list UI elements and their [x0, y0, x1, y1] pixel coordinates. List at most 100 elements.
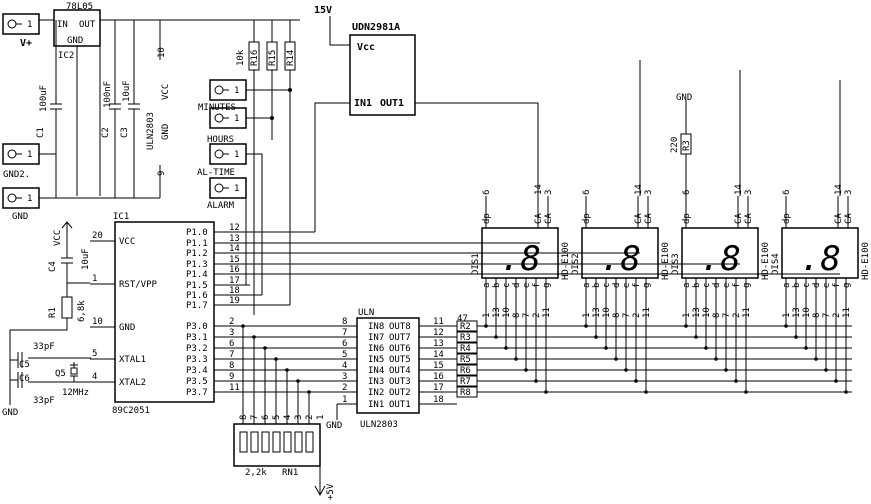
display-pin-label: dp	[582, 213, 592, 224]
uln-in-label: IN3	[368, 377, 384, 387]
crystal-ref: Q5	[55, 369, 66, 379]
display-pin-number: 14	[634, 184, 644, 195]
display-pin-number: 1	[582, 313, 592, 318]
rn1-value: 2,2k	[245, 468, 267, 478]
display-pin-number: 7	[522, 313, 532, 318]
display-pin-number: 11	[642, 307, 652, 318]
display-pin-label: f	[732, 283, 742, 288]
segment-resistor-ref: R7	[460, 377, 471, 387]
mcu-pin-number: 3	[229, 328, 234, 338]
capacitor-c3	[128, 20, 140, 198]
mcu-vcc-label: VCC	[53, 230, 63, 246]
mcu-pin-label: P1.4	[186, 270, 208, 280]
mcu-part: 89C2051	[112, 406, 150, 416]
display-pin-number: 13	[692, 307, 702, 318]
svg-text:1: 1	[234, 184, 239, 194]
label-hours: HOURS	[207, 135, 234, 145]
display-pin-label: e	[522, 283, 532, 288]
c2-ref: C2	[101, 127, 111, 138]
uln-in-pin: 2	[342, 383, 347, 393]
display-ref: DIS3	[671, 253, 681, 275]
display-pin-number: 10	[802, 307, 812, 318]
uln-out-pin: 11	[433, 317, 444, 327]
display-pin-number: 1	[682, 313, 692, 318]
display-pin-label: f	[832, 283, 842, 288]
svg-text:IN1: IN1	[354, 98, 372, 109]
display-pin-number: 11	[742, 307, 752, 318]
connector-minutes: 1	[209, 79, 247, 101]
rn1-pin-number: 2	[305, 415, 315, 420]
display-pin-number: 6	[582, 190, 592, 195]
display-pin-label: d	[812, 283, 822, 288]
mcu-pin-label: P1.1	[186, 239, 208, 249]
junction	[274, 357, 278, 361]
display-pin-number: 2	[732, 313, 742, 318]
display-pin-number: 11	[542, 307, 552, 318]
label-15v: 15V	[314, 5, 332, 16]
c5-value: 33pF	[33, 342, 55, 352]
connector-vplus: 1	[2, 13, 40, 35]
junction	[824, 368, 828, 372]
display-pin-label: dp	[482, 213, 492, 224]
mcu-pin-label: P3.7	[186, 388, 208, 398]
display-pin-label: c	[702, 283, 712, 288]
mcu-pin-number: 9	[229, 372, 234, 382]
r16-ref: R16	[250, 50, 260, 66]
display-part: HD-E100	[861, 242, 871, 280]
junction	[744, 390, 748, 394]
display-pin-number: 3	[844, 190, 854, 195]
display-pin-number: 14	[834, 184, 844, 195]
junction	[624, 368, 628, 372]
display-pin-label: c	[802, 283, 812, 288]
regulator-78l05: IN OUT GND	[53, 9, 101, 47]
mcu-pin-label: VCC	[119, 237, 135, 247]
display-pin-number: 10	[602, 307, 612, 318]
junction	[794, 335, 798, 339]
display-pin-number: 7	[722, 313, 732, 318]
connector-alarm: 1	[209, 177, 247, 199]
uln-out-label: OUT8	[389, 322, 411, 332]
segment-resistor-ref: R6	[460, 366, 471, 376]
mcu-pin-number: 5	[92, 349, 97, 359]
display-pin-label: a	[782, 283, 792, 288]
mcu-pin-label: P1.0	[186, 228, 208, 238]
uln-out-label: OUT2	[389, 388, 411, 398]
c6-value: 33pF	[33, 396, 55, 406]
uln-title: ULN	[358, 308, 374, 318]
c5-ref: C5	[19, 360, 30, 370]
junction	[724, 368, 728, 372]
label-altime: AL-TIME	[197, 168, 235, 178]
uln-out-pin: 12	[433, 328, 444, 338]
mcu-pin-label: GND	[119, 323, 135, 333]
junction	[704, 346, 708, 350]
display-pin-label: CA	[544, 213, 554, 224]
uln-out-label: OUT7	[389, 333, 411, 343]
display-pin-label: g	[742, 283, 752, 288]
r-10k-value: 10k	[236, 49, 246, 66]
resistor-r3	[680, 133, 692, 155]
display-part: HD-E100	[661, 242, 671, 280]
display-pin-label: CA	[844, 213, 854, 224]
mcu-pin-label: P1.5	[186, 281, 208, 291]
uln-top-vcc: VCC	[161, 84, 171, 100]
mcu-pin-label: P3.5	[186, 377, 208, 387]
uln-in-pin: 7	[342, 328, 347, 338]
mcu-pin-label: XTAL1	[119, 355, 146, 365]
mcu-89c2051	[114, 221, 215, 403]
mcu-pin-label: P1.7	[186, 301, 208, 311]
display-pin-label: g	[842, 283, 852, 288]
c1-value: 100uF	[39, 85, 49, 112]
mcu-pin-number: 6	[229, 339, 234, 349]
display-pin-number: 7	[822, 313, 832, 318]
display-digit: .8	[500, 239, 541, 279]
mcu-pin-number: 7	[229, 350, 234, 360]
r3-value: 220	[670, 137, 680, 153]
display-pin-number: 6	[782, 190, 792, 195]
display-pin-label: a	[582, 283, 592, 288]
uln-top-gnd: GND	[161, 124, 171, 140]
uln-out-label: OUT4	[389, 366, 411, 376]
junction	[296, 379, 300, 383]
display-pin-number: 13	[792, 307, 802, 318]
display-pin-label: e	[722, 283, 732, 288]
mcu-pin-label: XTAL2	[119, 378, 146, 388]
